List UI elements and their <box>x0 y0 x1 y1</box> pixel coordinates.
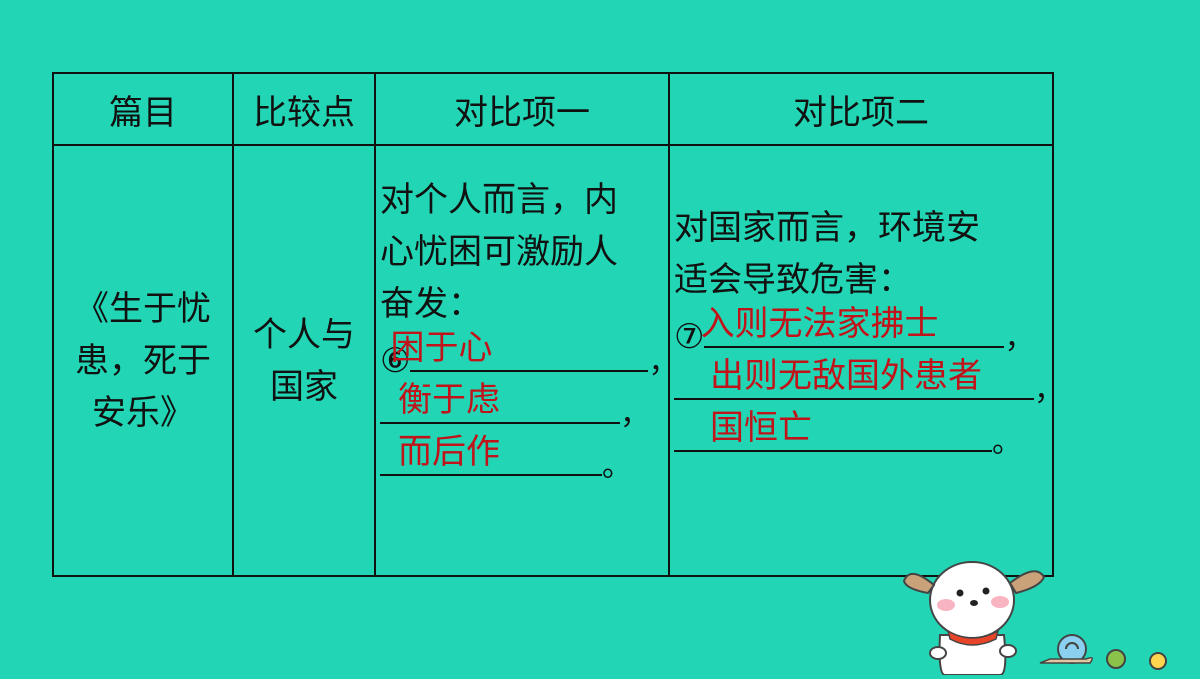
punctuation: ， <box>620 397 650 432</box>
header-article: 篇目 <box>52 72 234 146</box>
answer-text: 而后作 <box>398 432 500 472</box>
header-item-two: 对比项二 <box>668 72 1054 146</box>
answer-text: 困于心 <box>390 328 493 368</box>
table-row: 《生于忧 患，死于 安乐》 个人与 国家 对个人而言，内 心忧困可激励人 奋发：… <box>52 144 1064 577</box>
article-line: 患，死于 <box>75 340 211 381</box>
blank-line: 国恒亡 。 <box>674 408 1046 462</box>
article-cell: 《生于忧 患，死于 安乐》 <box>52 144 234 577</box>
answer-text: 入则无法家拂士 <box>700 304 939 344</box>
answer-blank: 而后作 <box>380 432 602 476</box>
header-item-one: 对比项一 <box>374 72 670 146</box>
answer-blank: 衡于虑 <box>380 380 620 424</box>
point-line: 国家 <box>270 366 338 407</box>
comparison-table-container: 篇目 比较点 对比项一 对比项二 《生于忧 患，死于 安乐》 个人与 国家 对个… <box>52 72 1064 577</box>
item-two-text: 适会导致危害： <box>674 260 912 300</box>
answer-blank: 出则无敌国外患者 <box>674 356 1034 400</box>
article-line: 《生于忧 <box>75 288 211 329</box>
answer-text: 国恒亡 <box>710 408 812 448</box>
answer-blank: 国恒亡 <box>674 408 992 452</box>
comparison-table: 篇目 比较点 对比项一 对比项二 《生于忧 患，死于 安乐》 个人与 国家 对个… <box>52 72 1064 577</box>
punctuation: ， <box>1034 373 1064 408</box>
item-one-text: 心忧困可激励人 <box>380 232 618 272</box>
header-point: 比较点 <box>232 72 376 146</box>
punctuation: 。 <box>992 425 1022 460</box>
item-marker: ⑥ <box>380 341 411 381</box>
item-marker: ⑦ <box>674 317 705 357</box>
answer-blank: 入则无法家拂士 <box>700 304 1005 348</box>
item-one-text: 对个人而言，内 <box>380 180 618 220</box>
punctuation: ， <box>1004 321 1035 356</box>
item-one-text: 奋发： <box>380 284 482 324</box>
point-line: 个人与 <box>253 314 355 355</box>
punctuation: ， <box>648 345 679 380</box>
blank-line: 衡于虑 ， <box>380 380 662 434</box>
answer-text: 衡于虑 <box>398 380 500 420</box>
item-two-text: 对国家而言，环境安 <box>674 208 980 248</box>
blank-line: 出则无敌国外患者 ， <box>674 356 1064 410</box>
answer-blank: 困于心 <box>390 328 649 372</box>
point-cell: 个人与 国家 <box>232 144 376 577</box>
answer-text: 出则无敌国外患者 <box>710 356 982 396</box>
header-row: 篇目 比较点 对比项一 对比项二 <box>52 72 1054 146</box>
article-line: 安乐》 <box>92 392 194 433</box>
punctuation: 。 <box>602 449 632 484</box>
puppy-mascot-icon <box>900 555 1200 676</box>
blank-line: 而后作 。 <box>380 432 662 486</box>
